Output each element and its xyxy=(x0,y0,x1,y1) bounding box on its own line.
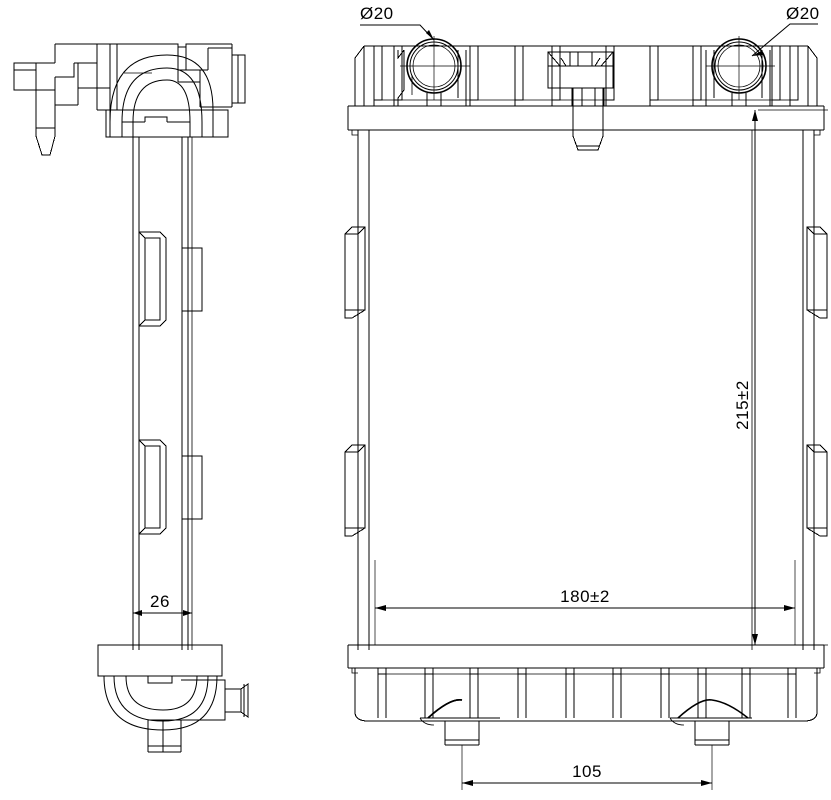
side-view-core xyxy=(132,137,193,650)
dimension-thickness: 26 xyxy=(133,592,192,616)
front-view-bracket-right-upper xyxy=(806,226,828,319)
side-view xyxy=(13,43,249,753)
front-view-left-port xyxy=(397,36,470,106)
side-view-top-tank xyxy=(105,54,229,138)
front-view-bottom-tank xyxy=(347,644,825,722)
dimension-diameter-left: Ø20 xyxy=(360,4,435,41)
front-view-bracket-right-lower xyxy=(806,444,828,537)
dimension-label-dia-right: Ø20 xyxy=(786,4,820,23)
front-view-filler-neck xyxy=(547,51,614,151)
dimension-label-pin-spacing: 105 xyxy=(572,762,602,781)
side-view-top-fitting xyxy=(13,43,246,156)
dimension-diameter-right: Ø20 xyxy=(751,4,820,57)
front-view-top-ribs xyxy=(373,46,799,106)
front-view-core-frame xyxy=(357,130,815,650)
dimension-width: 180±2 xyxy=(374,560,796,645)
front-view-bracket-left-upper xyxy=(344,226,366,319)
dimension-pin-spacing: 105 xyxy=(461,745,713,790)
side-view-lower-bracket xyxy=(138,439,203,535)
dimension-label-thickness: 26 xyxy=(150,592,170,611)
front-view-mounting-pin-right xyxy=(669,699,752,746)
front-view-mounting-pin-left xyxy=(419,699,500,746)
front-view-bracket-left-lower xyxy=(344,444,366,537)
dimension-label-dia-left: Ø20 xyxy=(360,4,394,23)
dimension-label-height: 215±2 xyxy=(733,380,752,430)
side-view-upper-bracket xyxy=(138,231,203,327)
side-view-bottom-tank xyxy=(97,644,223,731)
dimension-label-width: 180±2 xyxy=(560,587,610,606)
dimension-annotations: Ø20 Ø20 215±2 xyxy=(133,4,828,790)
side-view-bottom-fitting xyxy=(147,679,249,753)
dimension-height: 215±2 xyxy=(733,109,828,646)
front-view xyxy=(344,36,828,746)
front-view-right-port xyxy=(705,36,775,106)
front-view-top-tank xyxy=(347,45,825,136)
